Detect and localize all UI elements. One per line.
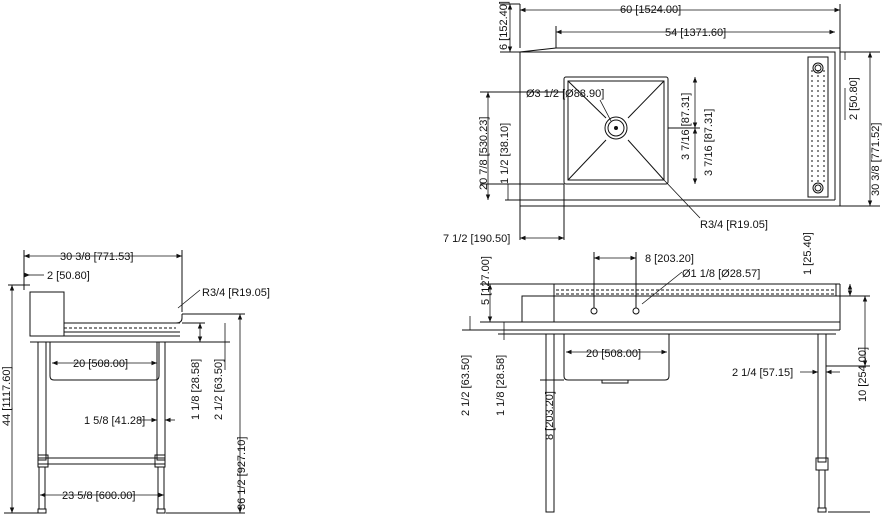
top-rim-offset-label: 1 1/2 [38.10] xyxy=(499,123,511,184)
top-dimensions xyxy=(485,4,873,241)
top-drain xyxy=(604,116,628,140)
side-bowl-label: 20 [508.00] xyxy=(73,358,128,370)
front-edge-lip-label: 1 [25.40] xyxy=(802,232,814,275)
front-lip-height-label: 1 1/8 [28.58] xyxy=(495,355,507,416)
top-length-label: 60 [1524.00] xyxy=(620,4,681,16)
side-dimensions xyxy=(9,253,243,513)
side-front-lip xyxy=(175,314,183,324)
top-side-rack xyxy=(807,56,829,198)
side-backsplash-label: 2 [50.80] xyxy=(47,270,90,282)
top-side-splash-label: 2 [50.80] xyxy=(848,77,860,120)
side-rim-label: 2 1/2 [63.50] xyxy=(213,359,225,420)
top-bowl-width-label: 20 7/8 [530.23] xyxy=(478,117,490,190)
top-bowl xyxy=(563,76,669,185)
top-offset-b-label: 3 7/16 [87.31] xyxy=(703,109,715,176)
side-height-label: 44 [1117.60] xyxy=(1,366,13,426)
top-outline xyxy=(519,47,841,207)
front-rim-height-label: 2 1/2 [63.50] xyxy=(460,355,472,416)
front-dimensions xyxy=(469,255,868,380)
front-backsplash-left xyxy=(521,295,555,323)
top-view xyxy=(480,3,880,240)
side-leg-rear xyxy=(37,341,47,461)
top-offset-a-label: 3 7/16 [87.31] xyxy=(680,93,692,160)
top-drain-label: Ø3 1/2 [Ø88.90] xyxy=(526,88,604,100)
top-depth-label: 30 3/8 [771.52] xyxy=(870,123,882,196)
front-faucet-hole-left xyxy=(590,307,598,315)
side-lip-label: 1 1/8 [28.58] xyxy=(190,359,202,420)
top-drainboard-label: 54 [1371.60] xyxy=(665,27,726,39)
side-work-height-label: 36 1/2 [927.10] xyxy=(236,437,248,510)
side-radius-label: R3/4 [R19.05] xyxy=(202,287,270,299)
front-leg-inset-label: 2 1/4 [57.15] xyxy=(732,367,793,379)
side-crossbar xyxy=(37,457,166,465)
front-leg-span-label: 10 [254.00] xyxy=(857,347,869,402)
side-width-label: 30 3/8 [771.53] xyxy=(60,251,133,263)
side-bowl xyxy=(49,342,160,381)
front-faucet-hole-right xyxy=(632,307,640,315)
front-view xyxy=(462,252,870,513)
front-splash-height-label: 5 [127.00] xyxy=(480,256,492,305)
side-leg-front xyxy=(156,341,166,461)
side-backsplash xyxy=(29,291,65,337)
front-faucet-spacing-label: 8 [203.20] xyxy=(645,253,694,265)
front-faucet-hole-label: Ø1 1/8 [Ø28.57] xyxy=(682,268,760,280)
side-leg-dia-label: 1 5/8 [41.28] xyxy=(84,415,145,427)
front-bowl-depth-label: 8 [203.20] xyxy=(544,391,556,440)
side-leg-span-label: 23 5/8 [600.00] xyxy=(62,490,135,502)
front-leg-right xyxy=(817,333,827,463)
front-bowl-width-label: 20 [508.00] xyxy=(586,348,641,360)
top-radius-label: R3/4 [R19.05] xyxy=(700,219,768,231)
top-backsplash-label: 6 [152.40] xyxy=(498,1,510,50)
top-inset-label: 7 1/2 [190.50] xyxy=(443,233,510,245)
front-leg-left xyxy=(545,333,555,513)
